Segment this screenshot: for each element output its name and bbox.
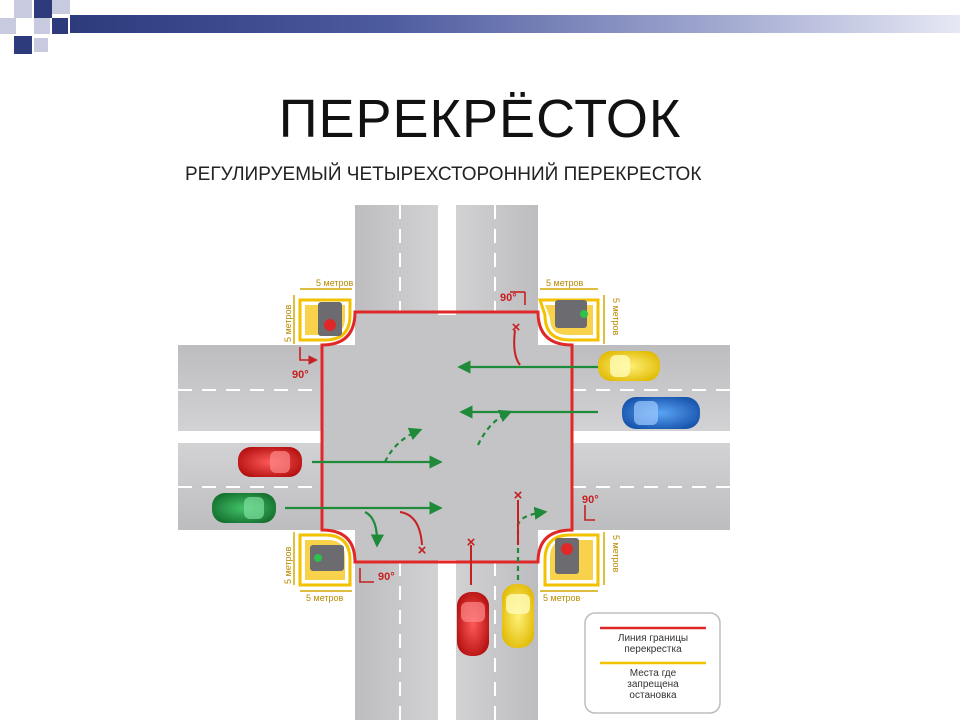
car-red-west: [238, 447, 302, 477]
prohibited-mark-2: ×: [512, 319, 521, 336]
movement-arrows: [285, 360, 598, 580]
intersection-boundary: [320, 310, 574, 564]
car-red-south: [457, 592, 489, 656]
car-yellow-south: [502, 584, 534, 648]
corner-decoration-7: [14, 36, 32, 54]
legend: Линия границы перекрестка Места где запр…: [584, 612, 721, 714]
distance-label-se-side: 5 метров: [611, 535, 621, 573]
corner-decoration-1: [14, 0, 32, 18]
prohibited-mark-1: ×: [418, 542, 427, 559]
traffic-light-sw: [310, 545, 344, 571]
corner-decoration-5: [34, 18, 50, 34]
distance-label-se-bottom: 5 метров: [543, 593, 581, 603]
car-yellow-east: [598, 351, 660, 381]
traffic-light-ne: [555, 300, 588, 328]
distance-label-ne-top: 5 метров: [546, 278, 584, 288]
distance-label-nw-top: 5 метров: [316, 278, 354, 288]
slide-title: ПЕРЕКРЁСТОК: [278, 89, 682, 149]
legend-nostop-line2: запрещена: [627, 679, 679, 690]
corner-decoration-6: [52, 18, 68, 34]
corner-decoration-2: [34, 0, 52, 18]
legend-boundary-line1: Линия границы: [618, 633, 688, 644]
corner-decoration-4: [0, 18, 16, 34]
distance-label-ne-side: 5 метров: [611, 298, 621, 336]
distance-label-sw-side: 5 метров: [283, 546, 293, 584]
header-bar: [70, 15, 960, 33]
legend-nostop-line1: Места где: [630, 668, 677, 679]
legend-boundary-line2: перекрестка: [624, 644, 682, 655]
angle-label-ne: 90°: [500, 292, 517, 304]
intersection-area: [322, 312, 572, 562]
no-stop-zones: [298, 298, 600, 587]
traffic-light-nw: [318, 302, 342, 336]
car-blue-east: [622, 397, 700, 429]
angle-label-nw: 90°: [292, 369, 309, 381]
prohibited-mark-4: ×: [514, 487, 523, 504]
corner-decoration-3: [52, 0, 70, 14]
prohibited-mark-3: ×: [467, 534, 476, 551]
angle-label-sw: 90°: [378, 571, 395, 583]
angle-label-se: 90°: [582, 494, 599, 506]
corner-decoration-8: [34, 38, 48, 52]
traffic-light-se: [555, 538, 579, 574]
legend-nostop-line3: остановка: [629, 690, 677, 701]
car-green-west: [212, 493, 276, 523]
diagram-subtitle: РЕГУЛИРУЕМЫЙ ЧЕТЫРЕХСТОРОННИЙ ПЕРЕКРЕСТО…: [185, 164, 702, 185]
distance-label-sw-bottom: 5 метров: [306, 593, 344, 603]
distance-label-nw-side: 5 метров: [283, 304, 293, 342]
